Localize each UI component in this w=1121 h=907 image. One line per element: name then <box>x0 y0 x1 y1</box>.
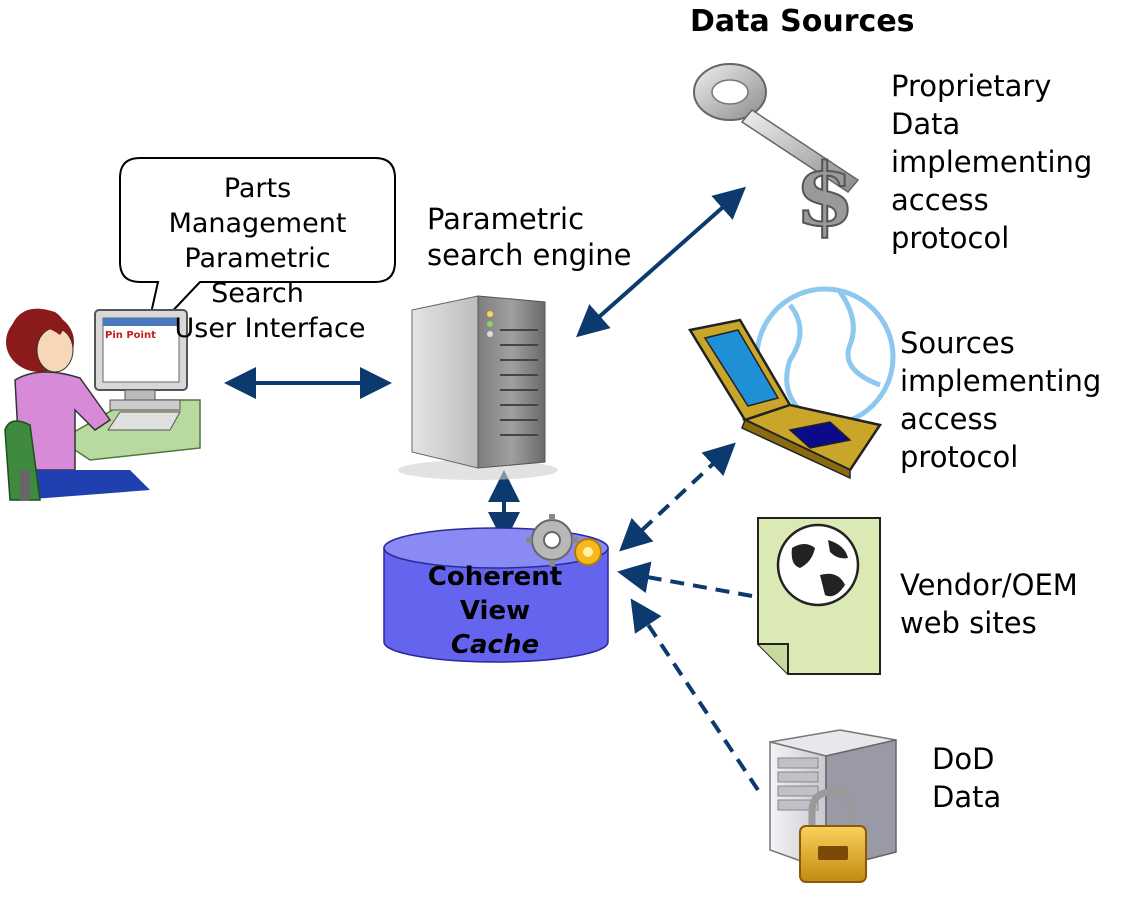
source-label-line: Proprietary <box>891 69 1052 103</box>
user-interface-bubble-text: Parts Management Parametric Search User … <box>130 171 385 346</box>
gears-icon <box>526 514 602 566</box>
arrow-engine-proprietary <box>576 186 746 338</box>
arrow-dod-cache <box>630 598 760 792</box>
source-label-line: implementing <box>900 364 1102 398</box>
dod-data-label: DoD Data <box>932 740 1001 816</box>
source-label-line: Vendor/OEM <box>900 568 1078 602</box>
arrow-cache-laptop <box>619 442 736 552</box>
search-engine-label: Parametric search engine <box>427 201 631 273</box>
proprietary-data-label: Proprietary Data implementing access pro… <box>891 67 1092 257</box>
source-label-line: protocol <box>891 221 1010 255</box>
cache-label-line: View <box>459 596 531 626</box>
source-label-line: Sources <box>900 326 1015 360</box>
cache-label: Coherent View Cache <box>400 560 590 662</box>
bubble-line: Search <box>211 278 304 309</box>
bubble-line: Parametric <box>184 243 331 274</box>
cache-label-line: Cache <box>450 630 540 660</box>
svg-text:$: $ <box>795 145 855 246</box>
engine-label-line: Parametric <box>427 202 585 236</box>
vendor-sites-label: Vendor/OEM web sites <box>900 566 1078 642</box>
protocol-sources-label: Sources implementing access protocol <box>900 324 1101 476</box>
source-label-line: web sites <box>900 606 1037 640</box>
data-sources-heading: Data Sources <box>690 4 915 39</box>
source-label-line: protocol <box>900 440 1019 474</box>
cache-label-line: Coherent <box>427 562 563 592</box>
bubble-line: User Interface <box>174 313 366 344</box>
source-label-line: access <box>891 183 989 217</box>
source-label-line: implementing <box>891 145 1093 179</box>
source-label-line: DoD <box>932 742 995 776</box>
engine-label-line: search engine <box>427 238 632 272</box>
source-label-line: Data <box>891 107 961 141</box>
bubble-line: Management <box>168 208 347 239</box>
source-label-line: access <box>900 402 998 436</box>
monitor-logo: Pin Point <box>105 330 156 341</box>
source-label-line: Data <box>932 780 1002 814</box>
bubble-line: Parts <box>223 173 292 204</box>
